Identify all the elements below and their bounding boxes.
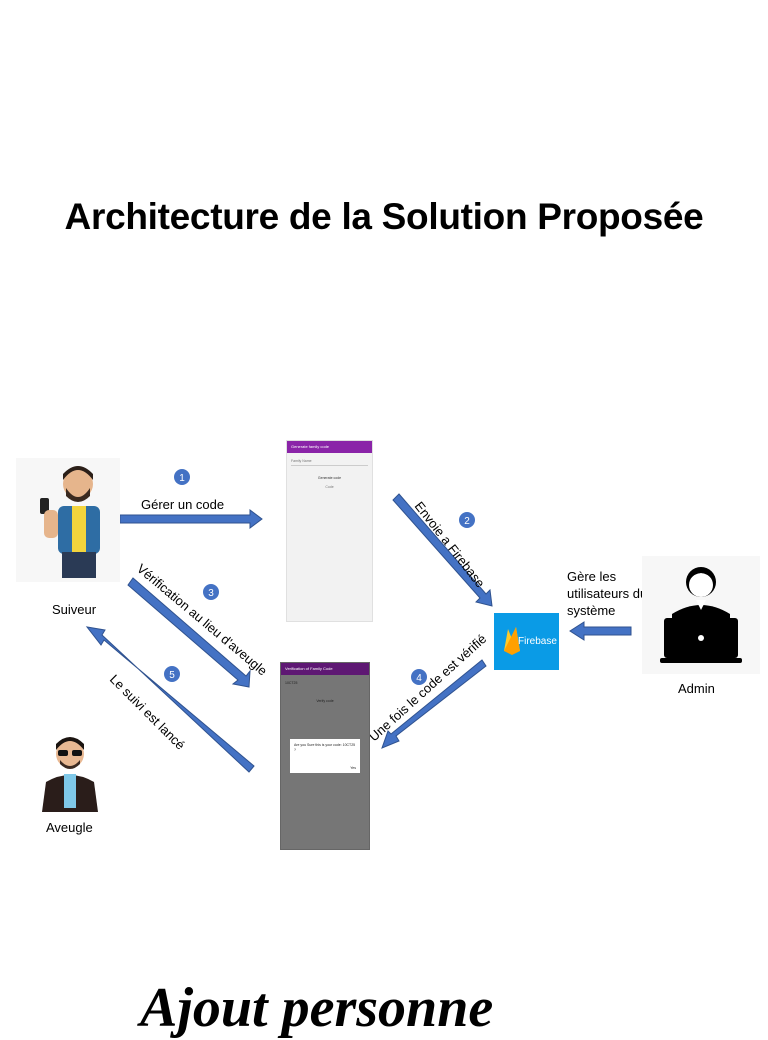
phone2-app-bar: Verification of Family Code [281,663,369,675]
suiveur-image [16,458,120,582]
firebase-label: Firebase [518,636,557,647]
admin-label: Admin [678,681,715,696]
phone1-generate-button: Generate code [317,476,342,480]
badge-1 [174,469,190,485]
admin-note-line-2: utilisateurs du [567,586,648,601]
step-3-label: Vérification au lieu d'aveugle [134,561,270,679]
aveugle-image [36,730,104,812]
next-section-title: Ajout personne [140,977,494,1039]
aveugle-label: Aveugle [46,820,93,835]
arrow-step-1 [119,509,263,529]
man-with-phone-icon [40,466,100,578]
admin-note-line-3: système [567,603,616,618]
phone1-app-bar: Generate family code [287,441,372,453]
arrow-admin-firebase [569,621,632,641]
admin-note: Gère les utilisateurs du système [567,568,647,619]
badge-4 [411,669,427,685]
badge-3-number: 3 [208,588,214,599]
arrow-step-4 [381,659,487,749]
badge-2-number: 2 [464,516,470,527]
page-title: Architecture de la Solution Proposée [64,196,704,237]
admin-image [642,556,760,674]
step-2-label: Envoie a Firebase [412,499,488,591]
arrow-step-5 [85,626,255,773]
badge-5 [164,666,180,682]
badge-3 [203,584,219,600]
firebase-flame-icon [504,627,520,655]
phone2-dialog: Are you Sure this is your code: 10CT25 ?… [290,739,360,773]
badge-4-number: 4 [416,673,422,684]
phone-verification: Verification of Family Code 10CT25 Verif… [280,662,370,850]
step-5-label: Le suivi est lancé [107,672,188,753]
blind-man-icon [42,737,98,812]
admin-note-line-1: Gère les [567,569,617,584]
arrow-step-3 [127,577,251,688]
phone2-verify-label: Verify code [316,699,334,703]
step-1-label: Gérer un code [141,497,224,512]
badge-2 [459,512,475,528]
phone1-code-label: Code [325,485,334,489]
badge-5-number: 5 [169,670,175,681]
firebase-logo: Firebase [494,613,559,670]
phone2-dialog-yes: Yes [350,766,356,770]
arrow-step-2 [392,493,493,607]
admin-laptop-icon [660,567,742,663]
badge-1-number: 1 [179,473,185,484]
phone-generate-code: Generate family code Family Name Generat… [286,440,373,622]
phone2-code-small: 10CT25 [285,681,298,685]
step-4-label: Une fois le code est vérifié [366,631,489,744]
suiveur-label: Suiveur [52,602,97,617]
phone1-family-field: Family Name [291,459,312,463]
phone2-dialog-text: Are you Sure this is your code: 10CT25 ? [294,743,356,752]
